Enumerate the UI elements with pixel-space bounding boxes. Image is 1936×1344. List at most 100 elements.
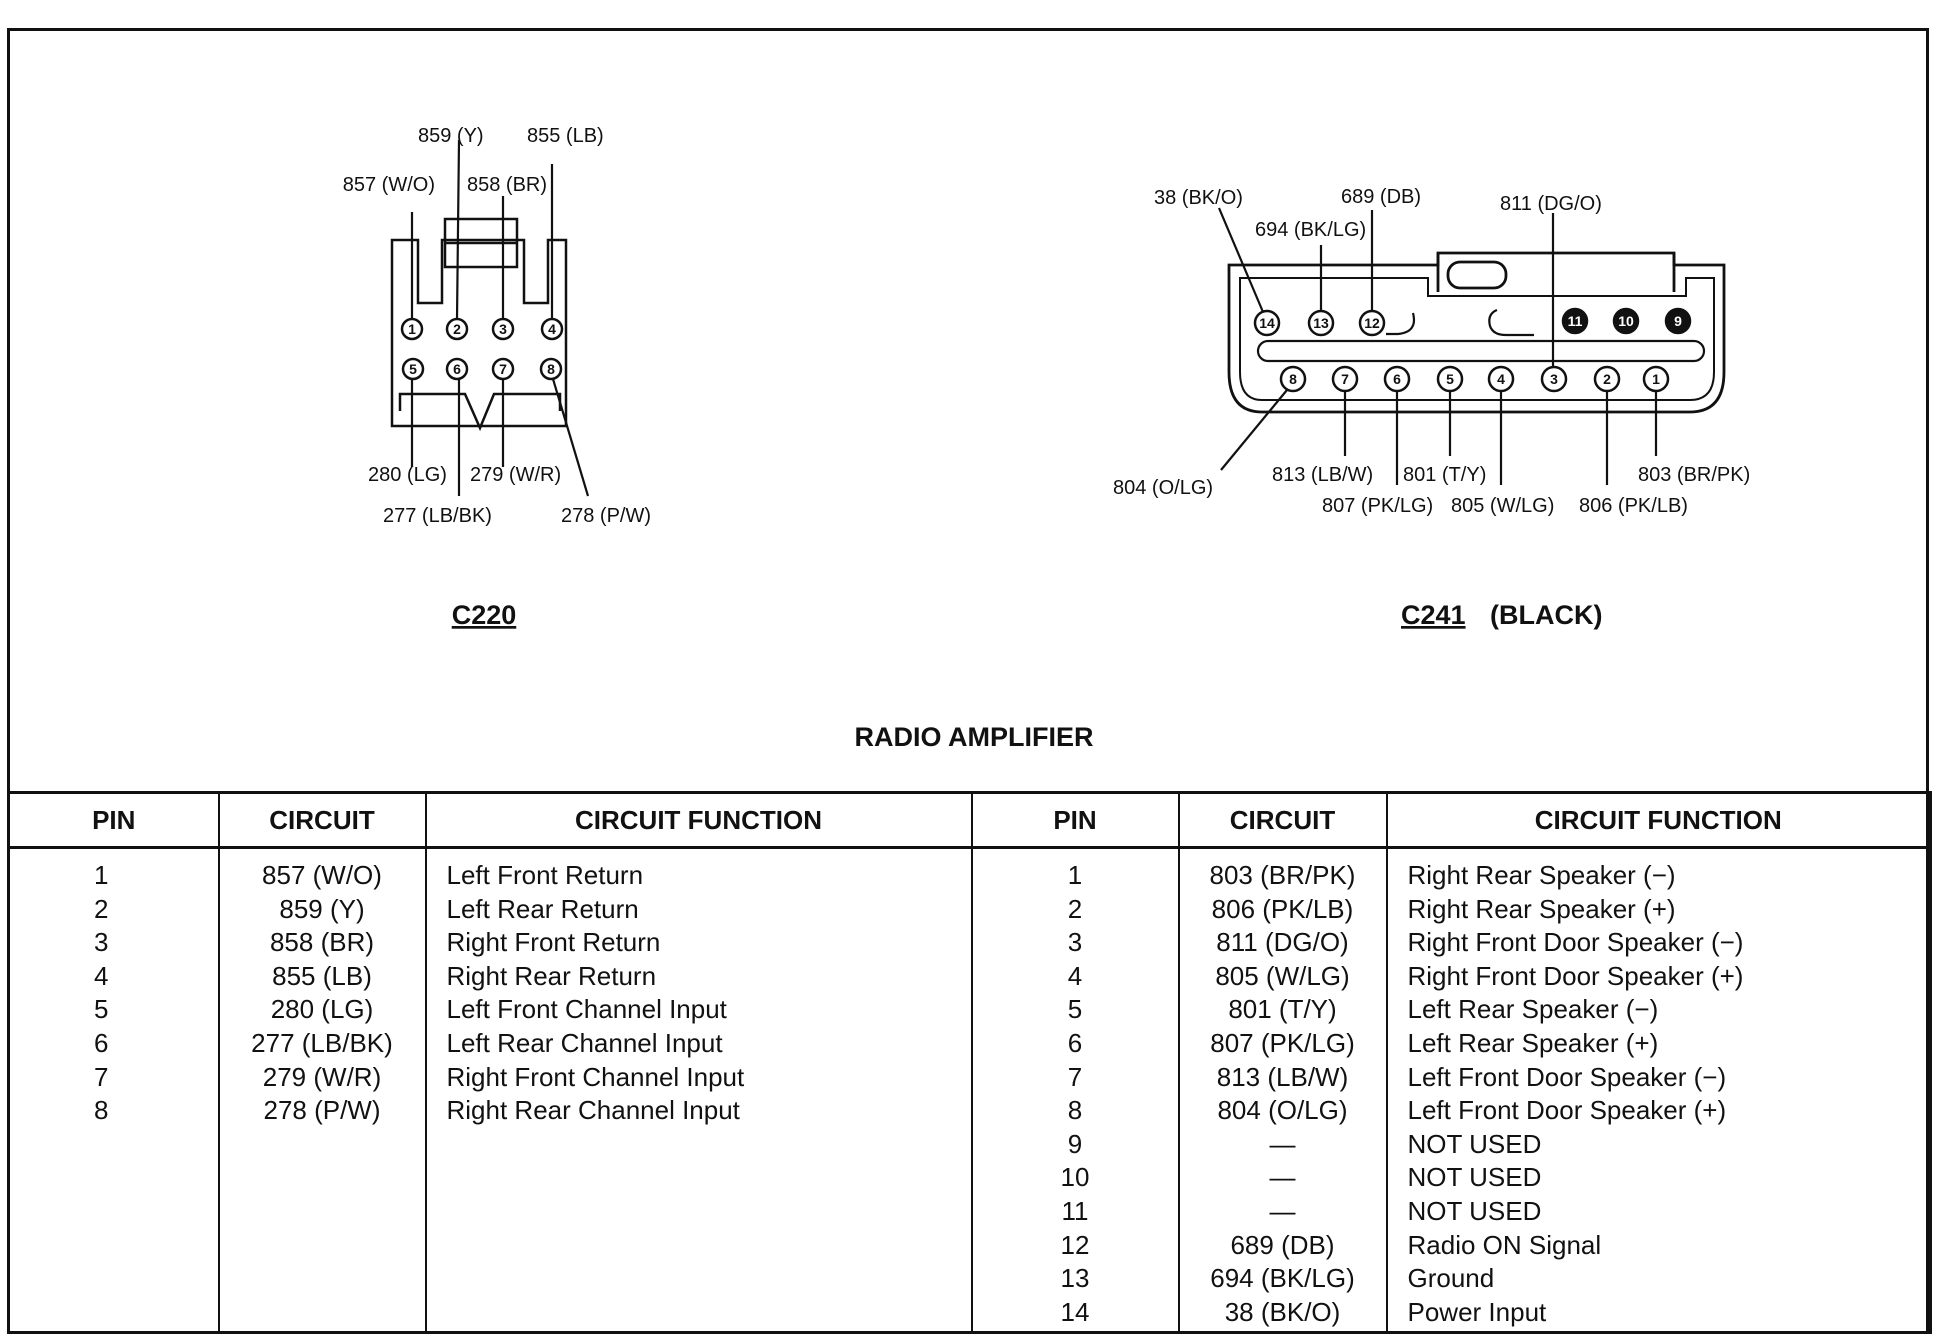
svg-text:6: 6 bbox=[1393, 371, 1401, 387]
c220-label-pin-4: 855 (LB) bbox=[527, 125, 604, 147]
right-row-circuit: — bbox=[1269, 1128, 1296, 1159]
right-row-function: Ground bbox=[1407, 1263, 1495, 1294]
right-row-pin: 5 bbox=[1067, 994, 1083, 1025]
c220-label-pin-1: 857 (W/O) bbox=[343, 174, 435, 196]
right-row-function: Left Rear Speaker (+) bbox=[1407, 1027, 1659, 1058]
c220-label-pin-5: 280 (LG) bbox=[368, 464, 447, 486]
svg-text:12: 12 bbox=[1364, 315, 1380, 331]
svg-text:5: 5 bbox=[409, 361, 417, 377]
table-header-row: PIN CIRCUIT CIRCUIT FUNCTION PIN CIRCUIT… bbox=[7, 791, 1932, 849]
svg-text:10: 10 bbox=[1618, 313, 1634, 329]
right-row-circuit: 38 (BK/O) bbox=[1224, 1296, 1341, 1327]
left-row-pin: 1 bbox=[94, 860, 109, 890]
c220-label-pin-6: 277 (LB/BK) bbox=[383, 505, 492, 527]
c220-pins: 1 2 3 4 5 6 7 8 bbox=[400, 317, 564, 381]
left-row-function: Right Rear Channel Input bbox=[446, 1095, 740, 1126]
right-row-pin: 6 bbox=[1067, 1027, 1083, 1058]
c241-pin-5: 5 bbox=[1436, 365, 1464, 393]
right-row-pin: 4 bbox=[1067, 960, 1083, 991]
right-row-pin: 8 bbox=[1067, 1095, 1083, 1126]
c241-leader-lines bbox=[1217, 207, 1658, 485]
left-row-circuit: 278 (P/W) bbox=[263, 1095, 381, 1126]
right-row-function: Right Rear Speaker (+) bbox=[1407, 893, 1676, 924]
c241-latch-window bbox=[1446, 260, 1508, 290]
left-row-pin: 8 bbox=[94, 1095, 109, 1126]
svg-text:7: 7 bbox=[1341, 371, 1349, 387]
svg-text:11: 11 bbox=[1568, 313, 1583, 329]
c241-inner-wall bbox=[1239, 277, 1715, 401]
header-pin-right: PIN bbox=[970, 791, 1180, 849]
right-row-function: Right Front Door Speaker (+) bbox=[1407, 960, 1744, 991]
right-row-pin: 3 bbox=[1067, 927, 1083, 958]
left-row-circuit: 277 (LB/BK) bbox=[251, 1027, 393, 1058]
left-row-function: Right Front Channel Input bbox=[446, 1061, 745, 1092]
c241-wire-labels: 38 (BK/O) 694 (BK/LG) 689 (DB) 811 (DG/O… bbox=[1113, 186, 1750, 517]
right-row-pin: 12 bbox=[1060, 1229, 1090, 1260]
right-row-pin: 2 bbox=[1067, 893, 1083, 924]
svg-text:3: 3 bbox=[499, 321, 507, 337]
left-row-pin: 2 bbox=[94, 893, 109, 924]
header-circuit-left: CIRCUIT bbox=[217, 791, 427, 849]
c241-label-pin-3: 811 (DG/O) bbox=[1500, 193, 1602, 215]
right-row-circuit: — bbox=[1269, 1195, 1296, 1226]
c220-pin-5: 5 bbox=[401, 357, 425, 381]
left-row-pin: 6 bbox=[94, 1027, 109, 1058]
right-row-circuit: 689 (DB) bbox=[1230, 1229, 1335, 1260]
c241-subtitle: (BLACK) bbox=[1490, 600, 1602, 630]
c241-label-pin-4: 805 (W/LG) bbox=[1451, 495, 1554, 517]
left-row-function: Right Front Return bbox=[446, 927, 661, 958]
c220-title: C220 bbox=[452, 600, 517, 630]
svg-text:14: 14 bbox=[1259, 315, 1275, 331]
left-row-pin: 3 bbox=[94, 927, 109, 958]
c241-label-pin-2: 806 (PK/LB) bbox=[1579, 495, 1688, 517]
right-row-circuit: 811 (DG/O) bbox=[1216, 927, 1349, 958]
right-row-circuit: 807 (PK/LG) bbox=[1210, 1027, 1355, 1058]
c241-label-pin-12: 689 (DB) bbox=[1341, 186, 1421, 208]
left-row-circuit: 857 (W/O) bbox=[262, 860, 382, 890]
c220-label-pin-8: 278 (P/W) bbox=[561, 505, 651, 527]
c241-pin-12: 12 bbox=[1358, 309, 1386, 337]
right-row-pin: 13 bbox=[1060, 1263, 1090, 1294]
c241-label-pin-13: 694 (BK/LG) bbox=[1255, 219, 1366, 241]
right-row-function: Radio ON Signal bbox=[1407, 1229, 1602, 1260]
c220-pin-7: 7 bbox=[491, 357, 515, 381]
c241-label-pin-7: 813 (LB/W) bbox=[1272, 464, 1373, 486]
right-row-circuit: 801 (T/Y) bbox=[1228, 994, 1337, 1025]
c220-pin-1: 1 bbox=[400, 317, 424, 341]
svg-text:4: 4 bbox=[1497, 371, 1505, 387]
svg-text:5: 5 bbox=[1446, 371, 1454, 387]
svg-text:8: 8 bbox=[547, 361, 555, 377]
header-circuit-right: CIRCUIT bbox=[1177, 791, 1388, 849]
c241-pin-11: 11 bbox=[1561, 307, 1589, 335]
svg-text:13: 13 bbox=[1313, 315, 1329, 331]
right-row-function: Left Front Door Speaker (+) bbox=[1407, 1095, 1727, 1126]
svg-text:2: 2 bbox=[453, 321, 461, 337]
left-row-circuit: 279 (W/R) bbox=[262, 1061, 382, 1092]
c220-pin-8: 8 bbox=[539, 357, 563, 381]
c241-pin-9: 9 bbox=[1664, 307, 1692, 335]
c241-title: C241 bbox=[1401, 600, 1466, 630]
right-row-function: Left Front Door Speaker (−) bbox=[1407, 1061, 1727, 1092]
c241-circuit-column: 803 (BR/PK)806 (PK/LB)811 (DG/O)805 (W/L… bbox=[1177, 847, 1388, 1334]
c220-bottom-key bbox=[398, 392, 562, 432]
c220-wire-labels: 857 (W/O) 859 (Y) 858 (BR) 855 (LB) 280 … bbox=[343, 125, 651, 527]
c241-pin-4: 4 bbox=[1487, 365, 1515, 393]
right-row-circuit: 806 (PK/LB) bbox=[1211, 893, 1354, 924]
right-row-circuit: — bbox=[1269, 1162, 1296, 1193]
c241-pin-10: 10 bbox=[1612, 307, 1640, 335]
left-row-function: Left Rear Return bbox=[446, 893, 639, 924]
left-row-circuit: 855 (LB) bbox=[272, 960, 372, 991]
svg-text:6: 6 bbox=[453, 361, 461, 377]
c241-center-rail bbox=[1256, 339, 1706, 363]
svg-text:1: 1 bbox=[1652, 371, 1660, 387]
c220-label-pin-7: 279 (W/R) bbox=[470, 464, 561, 486]
right-row-circuit: 803 (BR/PK) bbox=[1209, 860, 1356, 890]
page-frame bbox=[7, 28, 1929, 1334]
svg-text:8: 8 bbox=[1289, 371, 1297, 387]
svg-text:1: 1 bbox=[408, 321, 416, 337]
left-row-function: Left Rear Channel Input bbox=[446, 1027, 723, 1058]
left-row-circuit: 858 (BR) bbox=[269, 927, 375, 958]
